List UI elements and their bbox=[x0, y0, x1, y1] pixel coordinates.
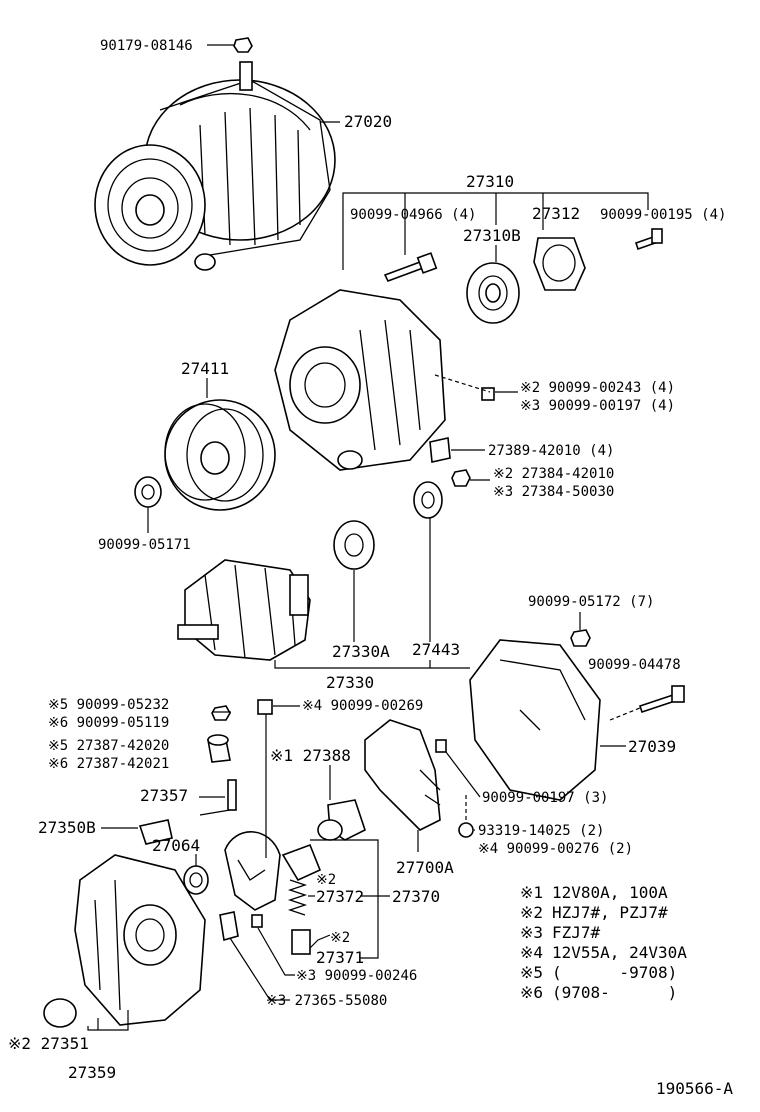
legend-text-2: HZJ7#, PZJ7# bbox=[552, 903, 668, 922]
collar-27443 bbox=[413, 481, 443, 519]
cap-27350B bbox=[138, 819, 173, 845]
label-27312: 27312 bbox=[532, 204, 580, 223]
label-27371: 27371 bbox=[316, 948, 364, 967]
spring-27372 bbox=[287, 879, 308, 916]
rear-cover-27039 bbox=[469, 639, 601, 801]
terminal-27357 bbox=[199, 779, 237, 816]
bolt-04478 bbox=[638, 685, 685, 714]
label-27310: 27310 bbox=[466, 172, 514, 191]
through-bolt bbox=[383, 252, 438, 282]
label-27351: ※2 27351 bbox=[8, 1034, 89, 1053]
label-27359: 27359 bbox=[68, 1063, 116, 1082]
label-90099-00197-b: 90099-00197 (3) bbox=[482, 790, 608, 806]
label-27384-42010: ※2 27384-42010 bbox=[493, 466, 614, 482]
label-27384-50030: ※3 27384-50030 bbox=[493, 484, 614, 500]
legend-mark-2: ※2 bbox=[520, 903, 543, 922]
legend-text-3: FZJ7# bbox=[552, 923, 601, 942]
seal-27064 bbox=[183, 865, 209, 895]
label-27700A: 27700A bbox=[396, 858, 454, 877]
label-27357: 27357 bbox=[140, 786, 188, 805]
label-90099-00246: ※3 90099-00246 bbox=[296, 968, 417, 984]
bearing-27351 bbox=[43, 998, 77, 1028]
label-90099-05172: 90099-05172 (7) bbox=[528, 594, 654, 610]
drive-end-frame bbox=[274, 289, 446, 471]
label-27330: 27330 bbox=[326, 673, 374, 692]
screw-00246 bbox=[251, 914, 263, 928]
alternator-assembly bbox=[94, 61, 336, 271]
legend-mark-3: ※3 bbox=[520, 923, 543, 942]
label-27310B: 27310B bbox=[463, 226, 521, 245]
rectifier-holder bbox=[224, 831, 281, 911]
label-27064: 27064 bbox=[152, 836, 200, 855]
legend-text-4: 12V55A, 24V30A bbox=[552, 943, 687, 962]
regulator-27700A bbox=[364, 719, 441, 831]
screw-00197b bbox=[435, 739, 447, 753]
label-90099-00269: ※4 90099-00269 bbox=[302, 698, 423, 714]
bearing-27330A bbox=[333, 520, 375, 570]
leader-lines bbox=[87, 44, 649, 1031]
insulator-27387 bbox=[207, 734, 231, 763]
legend-mark-1: ※1 bbox=[520, 883, 543, 902]
label-27388: ※1 27388 bbox=[270, 746, 351, 765]
legend: ※1 12V80A, 100A ※2 HZJ7#, PZJ7# ※3 FZJ7#… bbox=[520, 883, 687, 1002]
label-27389-42010: 27389-42010 (4) bbox=[488, 443, 614, 459]
legend-text-1: 12V80A, 100A bbox=[552, 883, 668, 902]
retainer-plate-27312 bbox=[533, 237, 586, 291]
rectifier-end-frame bbox=[74, 854, 206, 1026]
label-90099-05171: 90099-05171 bbox=[98, 537, 191, 553]
bolt-00269 bbox=[257, 699, 273, 715]
label-90099-00197-a: ※3 90099-00197 (4) bbox=[520, 398, 675, 414]
label-27039: 27039 bbox=[628, 737, 676, 756]
legend-text-6: (9708- ) bbox=[552, 983, 677, 1002]
label-27371-note: ※2 bbox=[330, 930, 350, 946]
label-27020: 27020 bbox=[344, 112, 392, 131]
brush-27371 bbox=[291, 929, 311, 955]
drawing-id: 190566-A bbox=[656, 1079, 733, 1098]
washer-93319 bbox=[458, 822, 474, 838]
nut-27384 bbox=[451, 469, 471, 487]
label-90099-00276: ※4 90099-00276 (2) bbox=[478, 841, 633, 857]
label-27387-42021: ※6 27387-42021 bbox=[48, 756, 169, 772]
screw-00195 bbox=[634, 228, 663, 251]
label-90099-04478: 90099-04478 bbox=[588, 657, 681, 673]
label-90099-00195: 90099-00195 (4) bbox=[600, 207, 726, 223]
label-27370: 27370 bbox=[392, 887, 440, 906]
insulator-27365 bbox=[219, 911, 239, 942]
label-27411: 27411 bbox=[181, 359, 229, 378]
label-90099-00243: ※2 90099-00243 (4) bbox=[520, 380, 675, 396]
label-90099-04966: 90099-04966 (4) bbox=[350, 207, 476, 223]
label-90099-05119: ※6 90099-05119 bbox=[48, 715, 169, 731]
rotor-27330 bbox=[177, 559, 311, 661]
label-90099-05232: ※5 90099-05232 bbox=[48, 697, 169, 713]
brush-holder-27388 bbox=[281, 799, 366, 882]
legend-mark-5: ※5 bbox=[520, 963, 543, 982]
label-27372: 27372 bbox=[316, 887, 364, 906]
legend-mark-4: ※4 bbox=[520, 943, 543, 962]
label-27443: 27443 bbox=[412, 640, 460, 659]
nut-top bbox=[233, 37, 253, 53]
label-90179-08146: 90179-08146 bbox=[100, 38, 193, 54]
label-93319-14025: 93319-14025 (2) bbox=[478, 823, 604, 839]
nut-05172 bbox=[570, 629, 591, 647]
nut-05232 bbox=[211, 705, 231, 721]
legend-mark-6: ※6 bbox=[520, 983, 543, 1002]
nut-05171 bbox=[134, 476, 162, 508]
part-labels: 90179-08146 27020 27310 90099-04966 (4) … bbox=[8, 38, 726, 1082]
label-27387-42020: ※5 27387-42020 bbox=[48, 738, 169, 754]
label-27350B: 27350B bbox=[38, 818, 96, 837]
pulley-27411 bbox=[164, 399, 276, 511]
legend-text-5: ( -9708) bbox=[552, 963, 677, 982]
bearing-27310B bbox=[466, 262, 520, 324]
label-27365-55080: ※3 27365-55080 bbox=[266, 993, 387, 1009]
label-27372-note: ※2 bbox=[316, 872, 336, 888]
label-27330A: 27330A bbox=[332, 642, 390, 661]
plate-27389 bbox=[429, 437, 451, 463]
